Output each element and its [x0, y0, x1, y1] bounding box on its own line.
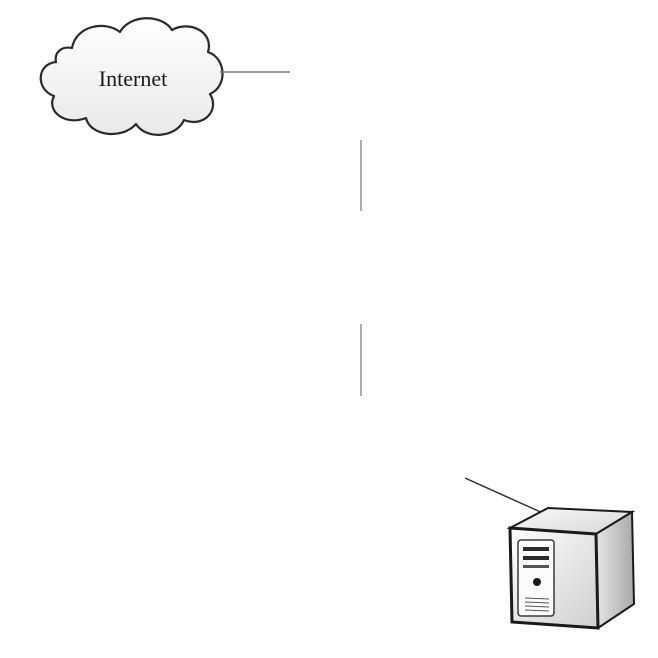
server-icon [506, 506, 636, 630]
internet-cloud: Internet [39, 17, 224, 136]
server-front-panel [517, 539, 555, 617]
server-vent [524, 597, 550, 600]
server-side-face [594, 510, 636, 630]
server-connector-line [464, 477, 546, 515]
server-vent [524, 605, 550, 608]
internet-label: Internet [99, 66, 167, 91]
server-drive-bay [523, 547, 549, 551]
server-drive-bay [523, 565, 549, 568]
server-power-button [533, 578, 541, 586]
server-vent [524, 609, 550, 612]
server-drive-bay [523, 556, 549, 560]
server-vent [524, 601, 550, 604]
cloud-shape [39, 17, 224, 136]
